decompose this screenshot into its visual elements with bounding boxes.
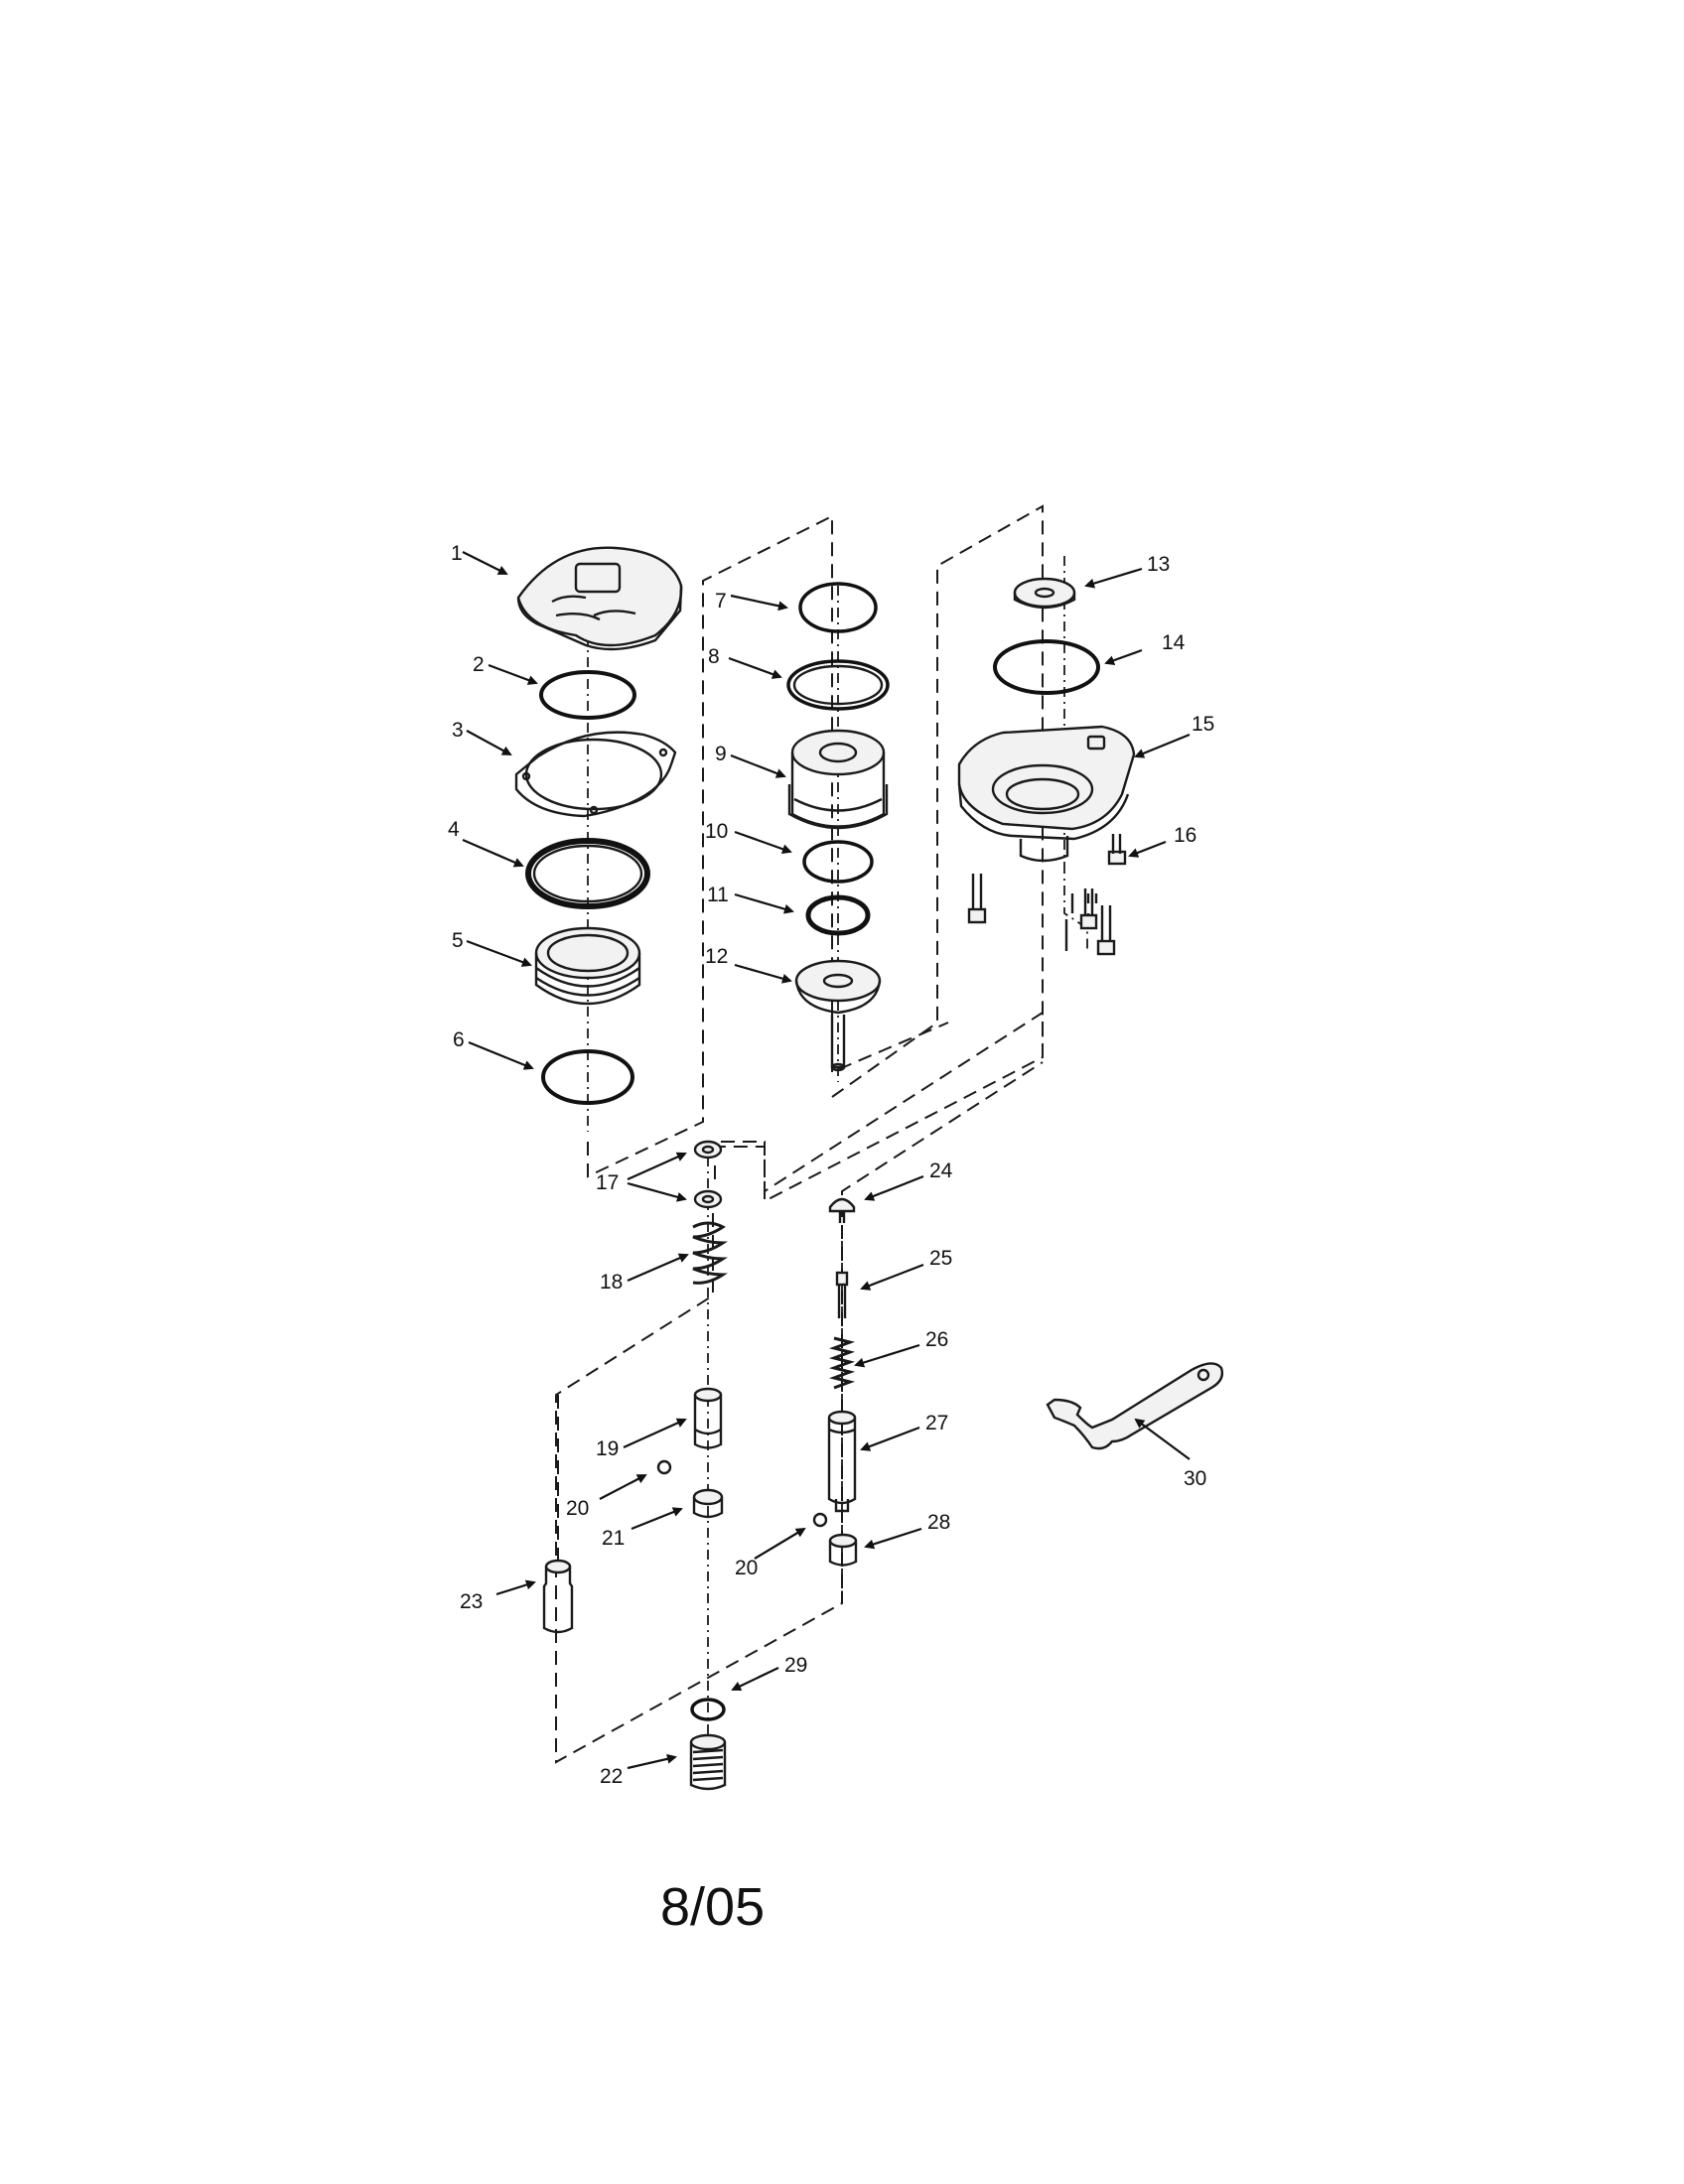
part-2-o-ring (539, 670, 636, 720)
callout-3: 3 (452, 719, 464, 742)
part-15-cylinder-housing (957, 725, 1136, 863)
callout-7: 7 (715, 590, 727, 613)
callout-4: 4 (448, 818, 460, 841)
part-5-bushing (534, 926, 641, 1006)
part-18-spring (692, 1221, 728, 1285)
callout-30: 30 (1184, 1467, 1206, 1490)
part-25-pin (835, 1271, 849, 1318)
part-24-button (828, 1197, 856, 1223)
callout-13: 13 (1147, 553, 1170, 576)
part-20-ball-a (656, 1459, 672, 1475)
callout-15: 15 (1192, 713, 1214, 736)
part-21-sleeve (692, 1488, 724, 1519)
part-19-valve-bushing (693, 1387, 723, 1449)
part-14-o-ring (993, 639, 1100, 695)
callout-labels: 1 2 3 4 5 6 7 8 9 10 11 12 13 14 15 16 1… (448, 542, 1214, 1788)
callout-9: 9 (715, 743, 727, 765)
callout-14: 14 (1162, 631, 1186, 654)
leader-arrows (462, 551, 1191, 1770)
callout-16: 16 (1174, 824, 1196, 847)
callout-11: 11 (707, 884, 729, 906)
callout-5: 5 (452, 929, 464, 952)
callout-22: 22 (600, 1765, 623, 1788)
part-10-o-ring (802, 840, 874, 884)
callout-2: 2 (473, 653, 485, 676)
part-16-socket-screws (967, 834, 1127, 956)
part-3-gasket (514, 731, 677, 818)
part-6-o-ring (541, 1049, 634, 1105)
part-27-trigger-valve (827, 1410, 857, 1513)
callout-28: 28 (927, 1511, 950, 1534)
callout-20b: 20 (735, 1557, 758, 1579)
callout-8: 8 (708, 645, 720, 668)
callout-29: 29 (784, 1654, 807, 1677)
part-7-o-ring (798, 582, 878, 633)
callout-17: 17 (596, 1171, 619, 1194)
part-8-o-ring (786, 659, 890, 711)
callout-23: 23 (460, 1590, 483, 1613)
date-code: 8/05 (660, 1877, 766, 1937)
part-11-o-ring (805, 894, 871, 936)
callout-25: 25 (929, 1247, 952, 1270)
callout-10: 10 (705, 820, 728, 843)
part-4-seal-ring (525, 838, 650, 909)
part-22-threaded-plug (689, 1733, 727, 1791)
callout-27: 27 (925, 1412, 948, 1434)
part-29-o-ring (690, 1698, 726, 1721)
callout-24: 24 (929, 1160, 953, 1182)
callout-19: 19 (596, 1437, 619, 1460)
part-26-spring (828, 1336, 856, 1390)
part-30-wrench (1046, 1362, 1224, 1450)
part-23-stop-cylinder (542, 1559, 574, 1634)
callout-21: 21 (602, 1527, 625, 1550)
part-1-cylinder-cap (516, 546, 683, 651)
part-20-ball-b (812, 1512, 828, 1528)
part-17-washers (693, 1140, 723, 1209)
callout-26: 26 (925, 1328, 948, 1351)
callout-12: 12 (705, 945, 728, 968)
assembly-dash-lines (555, 504, 1088, 1764)
callout-1: 1 (451, 542, 463, 565)
part-13-bumper (1013, 577, 1076, 610)
callout-18: 18 (600, 1271, 623, 1294)
callout-6: 6 (453, 1028, 465, 1051)
part-28-cap (828, 1533, 858, 1567)
callout-20a: 20 (566, 1497, 589, 1520)
part-12-head-valve (794, 959, 882, 1072)
part-9-valve-piston (787, 729, 889, 830)
